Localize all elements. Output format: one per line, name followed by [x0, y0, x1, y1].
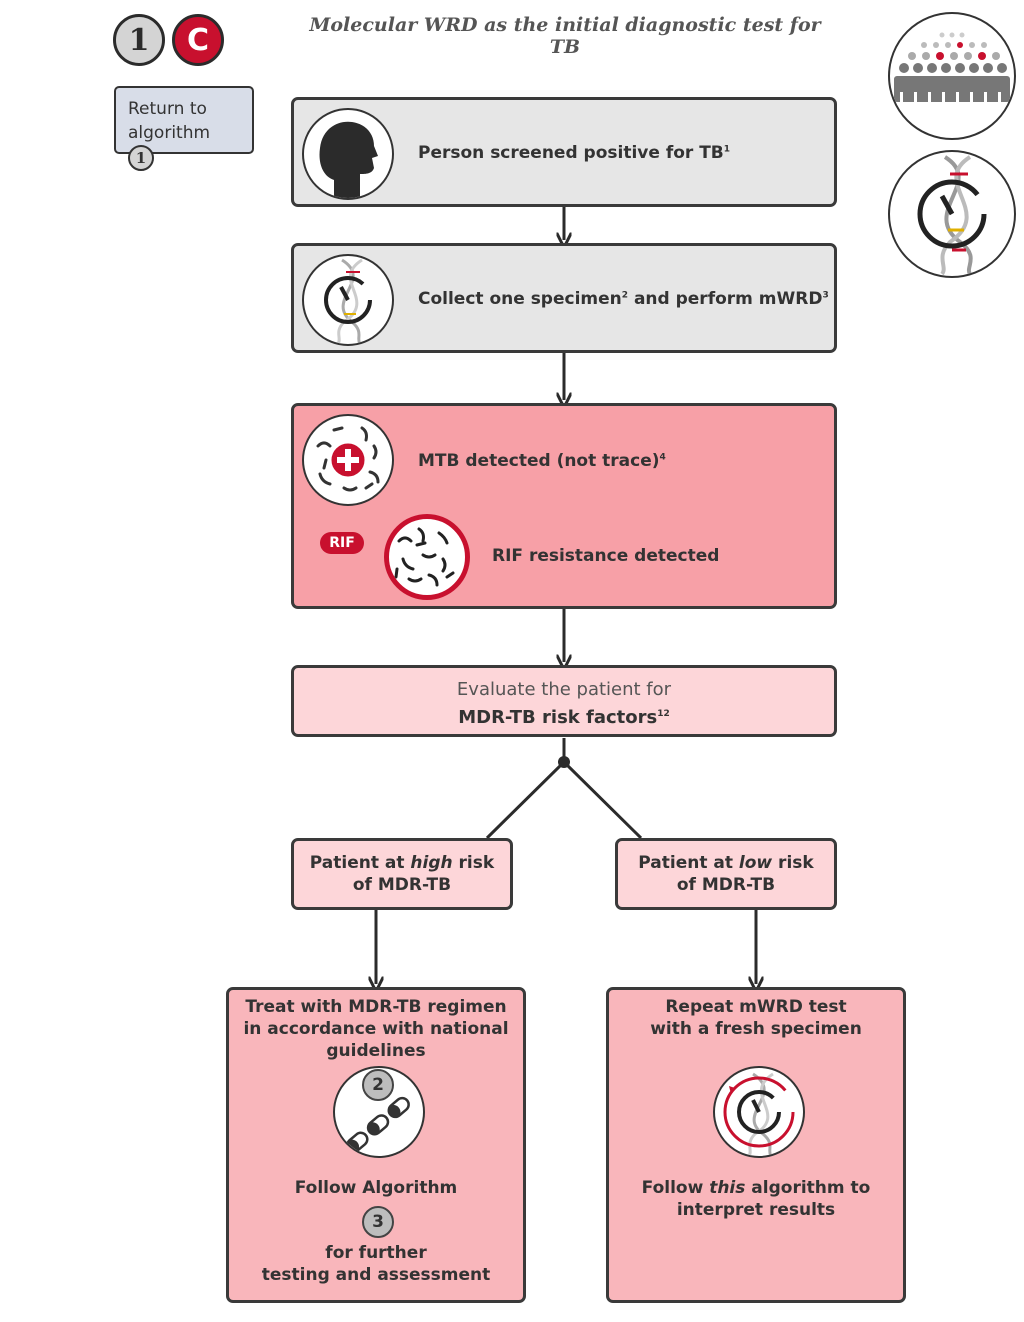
treat-line5: testing and assessment	[261, 1265, 491, 1285]
return-label-line2: algorithm	[128, 123, 211, 143]
bacteria-resistant-icon	[384, 514, 470, 600]
low-emph: low	[738, 853, 773, 873]
collect-ref-b: 3	[822, 290, 829, 301]
repeat-follow-pre: Follow	[641, 1178, 710, 1198]
algorithm-3-badge[interactable]: 3	[362, 1206, 394, 1238]
dna-clock-icon	[888, 150, 1016, 278]
high-line2: of MDR-TB	[352, 875, 452, 895]
low-line2: of MDR-TB	[676, 875, 776, 895]
treat-line2: in accordance with national	[243, 1019, 509, 1039]
algorithm-number-badge: 1	[113, 14, 165, 66]
high-emph: high	[410, 853, 453, 873]
repeat-line3: interpret results	[676, 1200, 836, 1220]
collect-text-a: Collect one specimen	[418, 289, 622, 309]
repeat-follow-post: algorithm to	[745, 1178, 871, 1198]
evaluate-ref: 12	[657, 709, 670, 719]
rif-text: RIF resistance detected	[492, 546, 720, 566]
mtb-text: MTB detected (not trace)	[418, 451, 660, 471]
person-head-icon	[302, 108, 394, 200]
evaluate-box: Evaluate the patient for MDR-TB risk fac…	[291, 665, 837, 737]
collect-text-b: and perform mWRD	[628, 289, 823, 309]
screened-ref: 1	[723, 144, 731, 155]
bacteria-positive-icon	[302, 414, 394, 506]
repeat-follow-emph: this	[709, 1178, 746, 1198]
return-to-algorithm-button[interactable]: Return to algorithm 1	[114, 86, 254, 171]
high-pre: Patient at	[309, 853, 411, 873]
treat-line4: for further	[325, 1243, 427, 1263]
population-icon	[888, 12, 1016, 140]
algorithm-letter-badge: C	[172, 14, 224, 66]
evaluate-line1: Evaluate the patient for	[456, 679, 672, 700]
regimen-badge: 2	[362, 1069, 394, 1101]
mtb-detected-box: MTB detected (not trace)4 RIF resistance…	[291, 403, 837, 609]
collect-ref-a: 2	[621, 290, 629, 301]
dna-repeat-icon	[713, 1066, 805, 1158]
repeat-mwrd-box: Repeat mWRD test with a fresh specimen F…	[606, 987, 906, 1303]
dna-clock-icon	[302, 254, 394, 346]
return-label-line1: Return to	[128, 99, 207, 119]
low-post: risk	[772, 853, 814, 873]
return-target-badge: 1	[128, 145, 154, 171]
treat-line1: Treat with MDR-TB regimen	[245, 997, 507, 1017]
treat-mdr-box: Treat with MDR-TB regimen in accordance …	[226, 987, 526, 1303]
treat-line3: guidelines	[326, 1041, 426, 1061]
mtb-ref: 4	[659, 452, 666, 463]
high-risk-box: Patient at high risk of MDR-TB	[291, 838, 513, 910]
treat-follow: Follow Algorithm	[294, 1178, 458, 1198]
screened-step-box: Person screened positive for TB1	[291, 97, 837, 207]
low-pre: Patient at	[638, 853, 739, 873]
low-risk-box: Patient at low risk of MDR-TB	[615, 838, 837, 910]
high-post: risk	[452, 853, 495, 873]
page-title: Molecular WRD as the initial diagnostic …	[309, 14, 821, 58]
evaluate-line2: MDR-TB risk factors	[458, 707, 658, 728]
screened-text: Person screened positive for TB	[418, 143, 724, 163]
repeat-line2: with a fresh specimen	[650, 1019, 862, 1039]
repeat-line1: Repeat mWRD test	[665, 997, 847, 1017]
rif-tag: RIF	[320, 532, 364, 554]
collect-step-box: Collect one specimen2 and perform mWRD3	[291, 243, 837, 353]
